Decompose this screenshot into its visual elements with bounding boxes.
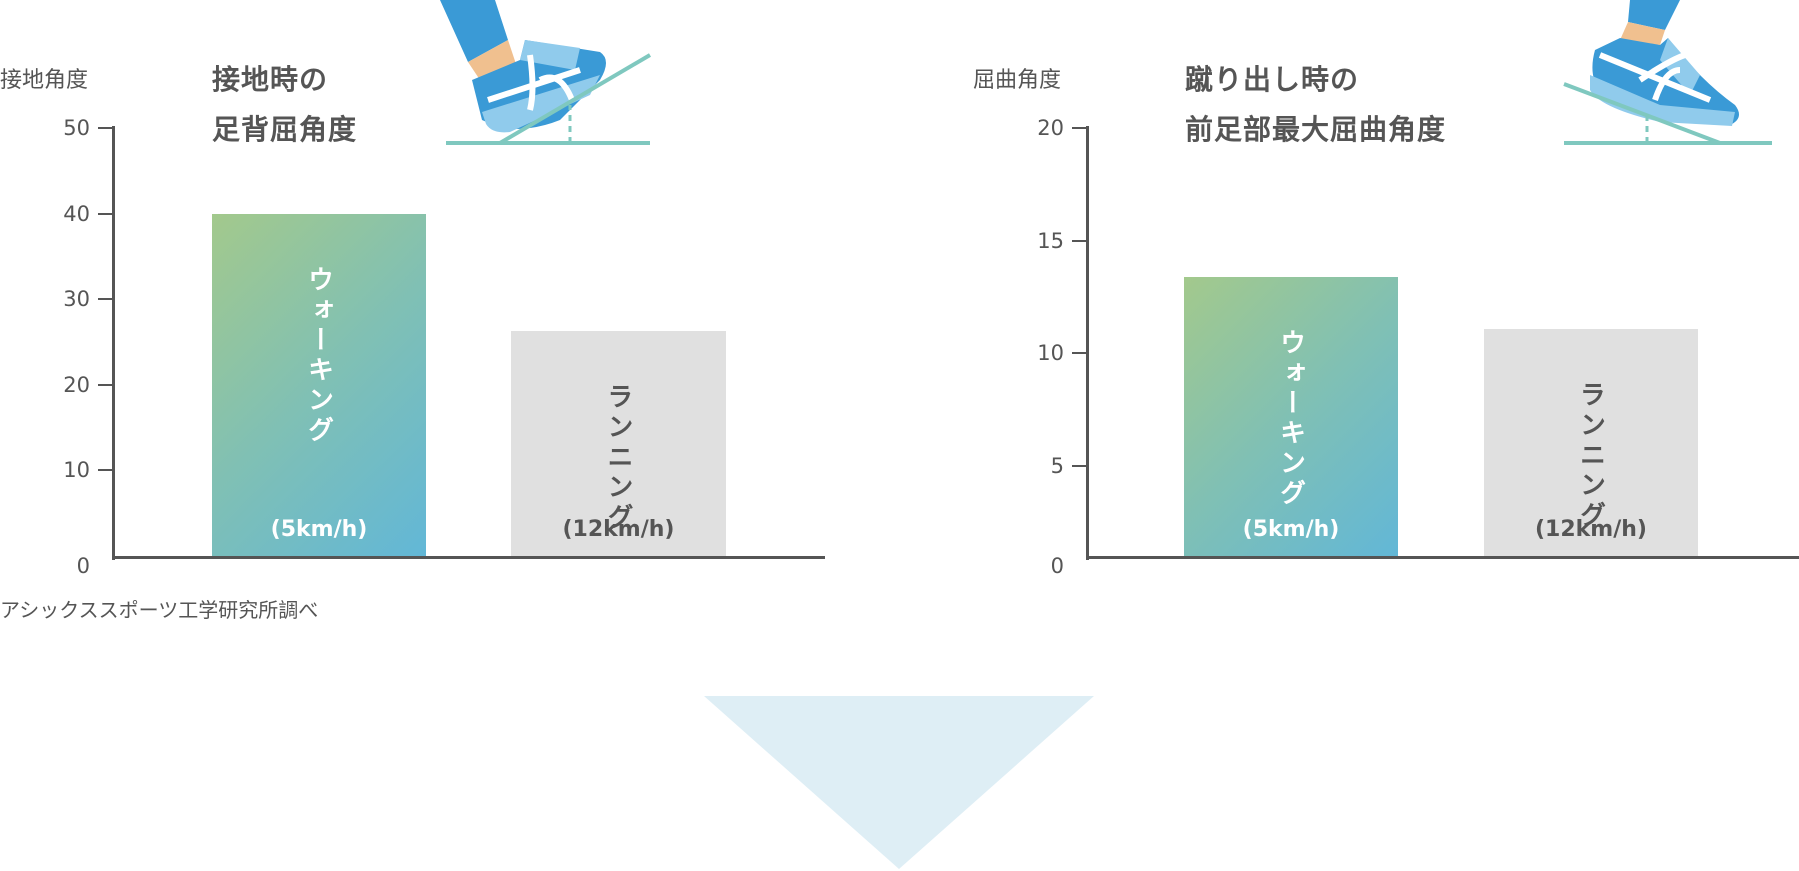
y-tick-label: 5	[1050, 454, 1064, 479]
chart-title: 接地時の 足背屈角度	[212, 55, 357, 155]
y-tick-label: 10	[1037, 341, 1064, 366]
y-tick-label: 20	[1037, 116, 1064, 140]
chart-title-line: 蹴り出し時の	[1185, 63, 1360, 96]
y-tick	[98, 298, 112, 301]
y-tick-label: 10	[63, 458, 90, 483]
chart-title-line: 足背屈角度	[212, 113, 358, 146]
chart-title-line: 接地時の	[212, 63, 329, 96]
y-axis	[1086, 126, 1089, 560]
shoe-contact-illustration	[440, 0, 652, 145]
down-arrow-icon	[704, 696, 1094, 869]
y-tick	[98, 212, 112, 215]
y-tick-label: 50	[63, 116, 90, 140]
y-tick-label: 0	[76, 554, 90, 578]
y-tick	[98, 127, 112, 129]
y-tick	[98, 469, 112, 472]
y-tick	[1072, 465, 1086, 468]
chart-title-line: 前足部最大屈曲角度	[1185, 113, 1447, 146]
source-note: アシックススポーツ工学研究所調べ	[0, 598, 319, 622]
y-tick-label: 40	[63, 201, 90, 226]
shoe-pushoff-illustration	[1563, 0, 1772, 145]
y-tick	[98, 383, 112, 386]
bar-speed-label: (12km/h)	[562, 516, 675, 542]
y-tick-label: 20	[63, 372, 90, 397]
bar-running: ランニング (12km/h)	[511, 330, 726, 556]
bar-speed-label: (5km/h)	[1242, 516, 1340, 542]
bar-walking: ウォーキング (5km/h)	[1184, 276, 1398, 556]
bar-speed-label: (5km/h)	[270, 516, 368, 542]
y-tick	[1072, 127, 1086, 129]
y-tick	[1072, 239, 1086, 242]
x-axis	[1086, 556, 1799, 559]
bar-running: ランニング (12km/h)	[1484, 328, 1698, 556]
y-tick-label: 15	[1037, 228, 1064, 253]
bar-label: ランニング	[1575, 380, 1606, 531]
bar-speed-label: (12km/h)	[1535, 516, 1647, 542]
y-axis-label: 屈曲角度	[973, 68, 1062, 93]
x-axis	[112, 556, 825, 559]
y-axis	[112, 126, 115, 560]
bar-label: ウォーキング	[303, 265, 334, 446]
bar-walking: ウォーキング (5km/h)	[212, 213, 426, 556]
y-tick-label: 0	[1050, 554, 1064, 578]
bar-label: ウォーキング	[1275, 328, 1306, 509]
y-tick	[1072, 352, 1086, 355]
y-tick-label: 30	[63, 287, 90, 312]
bar-label: ランニング	[603, 382, 633, 533]
y-axis-label: 接地角度	[0, 68, 89, 93]
chart-title: 蹴り出し時の 前足部最大屈曲角度	[1185, 55, 1446, 155]
